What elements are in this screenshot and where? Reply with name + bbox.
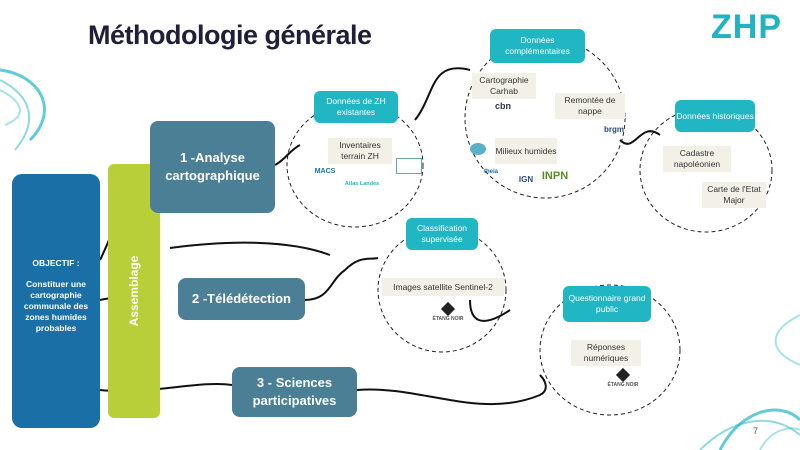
item-reponses: Réponses numériques: [571, 340, 641, 366]
header-label: Données de ZH existantes: [326, 96, 386, 117]
inpn-logo: INPN: [541, 170, 569, 182]
item-label: Milieux humides: [495, 145, 557, 156]
atlas-landes-logo: Atlas Landes: [344, 181, 380, 187]
page-title: Méthodologie générale: [88, 20, 372, 50]
method-teledetection: 2 -Télédétection: [178, 278, 305, 320]
brgm-logo: brgm: [604, 125, 624, 134]
map-icon: [396, 158, 422, 174]
item-label: Carte de l'Etat Major: [707, 184, 761, 205]
item-label: Images satellite Sentinel-2: [393, 281, 493, 292]
item-sentinel: Images satellite Sentinel-2: [382, 278, 504, 296]
assemblage-label: Assemblage: [127, 255, 141, 327]
method-label: 2 -Télédétection: [192, 291, 291, 306]
water-drop-icon: [470, 143, 486, 155]
method-analyse-cartographique: 1 -Analyse cartographique: [150, 121, 275, 213]
cbn-logo: cbn: [494, 101, 511, 111]
header-donnees-complementaires: Données complémentaires: [490, 29, 585, 63]
page-number: 7: [752, 426, 758, 436]
item-label: Inventaires terrain ZH: [339, 140, 381, 161]
item-label: Cadastre napoléonien: [673, 148, 721, 169]
header-classification: Classification supervisée: [406, 218, 478, 250]
ign-logo: IGN: [518, 175, 534, 184]
header-donnees-zh: Données de ZH existantes: [314, 91, 398, 123]
item-cadastre: Cadastre napoléonien: [663, 146, 731, 172]
objective-box: OBJECTIF : Constituer une cartographie c…: [12, 174, 100, 428]
item-carhab: Cartographie Carhab: [472, 73, 536, 99]
item-etat-major: Carte de l'Etat Major: [702, 182, 766, 208]
header-label: Classification supervisée: [416, 223, 468, 244]
item-label: Réponses numériques: [583, 342, 629, 363]
etang-noir-icon: [440, 301, 456, 317]
objective-text: Constituer une cartographie communale de…: [23, 279, 89, 333]
header-questionnaire: Questionnaire grand public: [563, 286, 651, 322]
header-label: Données complémentaires: [505, 35, 570, 56]
header-label: Données historiques: [676, 110, 754, 121]
zhp-logo: ZHP: [711, 8, 782, 46]
theia-logo: theia: [483, 169, 498, 175]
etang-noir-logo: ÉTANG NOIR: [430, 301, 466, 323]
etang-noir-logo: ÉTANG NOIR: [605, 367, 641, 389]
etang-noir-icon: [615, 367, 631, 383]
item-milieux: Milieux humides: [495, 138, 557, 164]
method-label: 1 -Analyse cartographique: [165, 150, 260, 183]
item-label: Remontée de nappe: [564, 95, 616, 116]
objective-label: OBJECTIF :: [32, 258, 80, 268]
header-label: Questionnaire grand public: [568, 293, 646, 314]
item-label: Cartographie Carhab: [479, 75, 529, 96]
macs-logo: MACS: [314, 168, 336, 175]
method-sciences-participatives: 3 - Sciences participatives: [232, 367, 357, 417]
header-donnees-historiques: Données historiques: [675, 100, 755, 132]
item-nappe: Remontée de nappe: [555, 93, 625, 119]
item-inventaires: Inventaires terrain ZH: [328, 138, 392, 164]
method-label: 3 - Sciences participatives: [252, 375, 337, 408]
